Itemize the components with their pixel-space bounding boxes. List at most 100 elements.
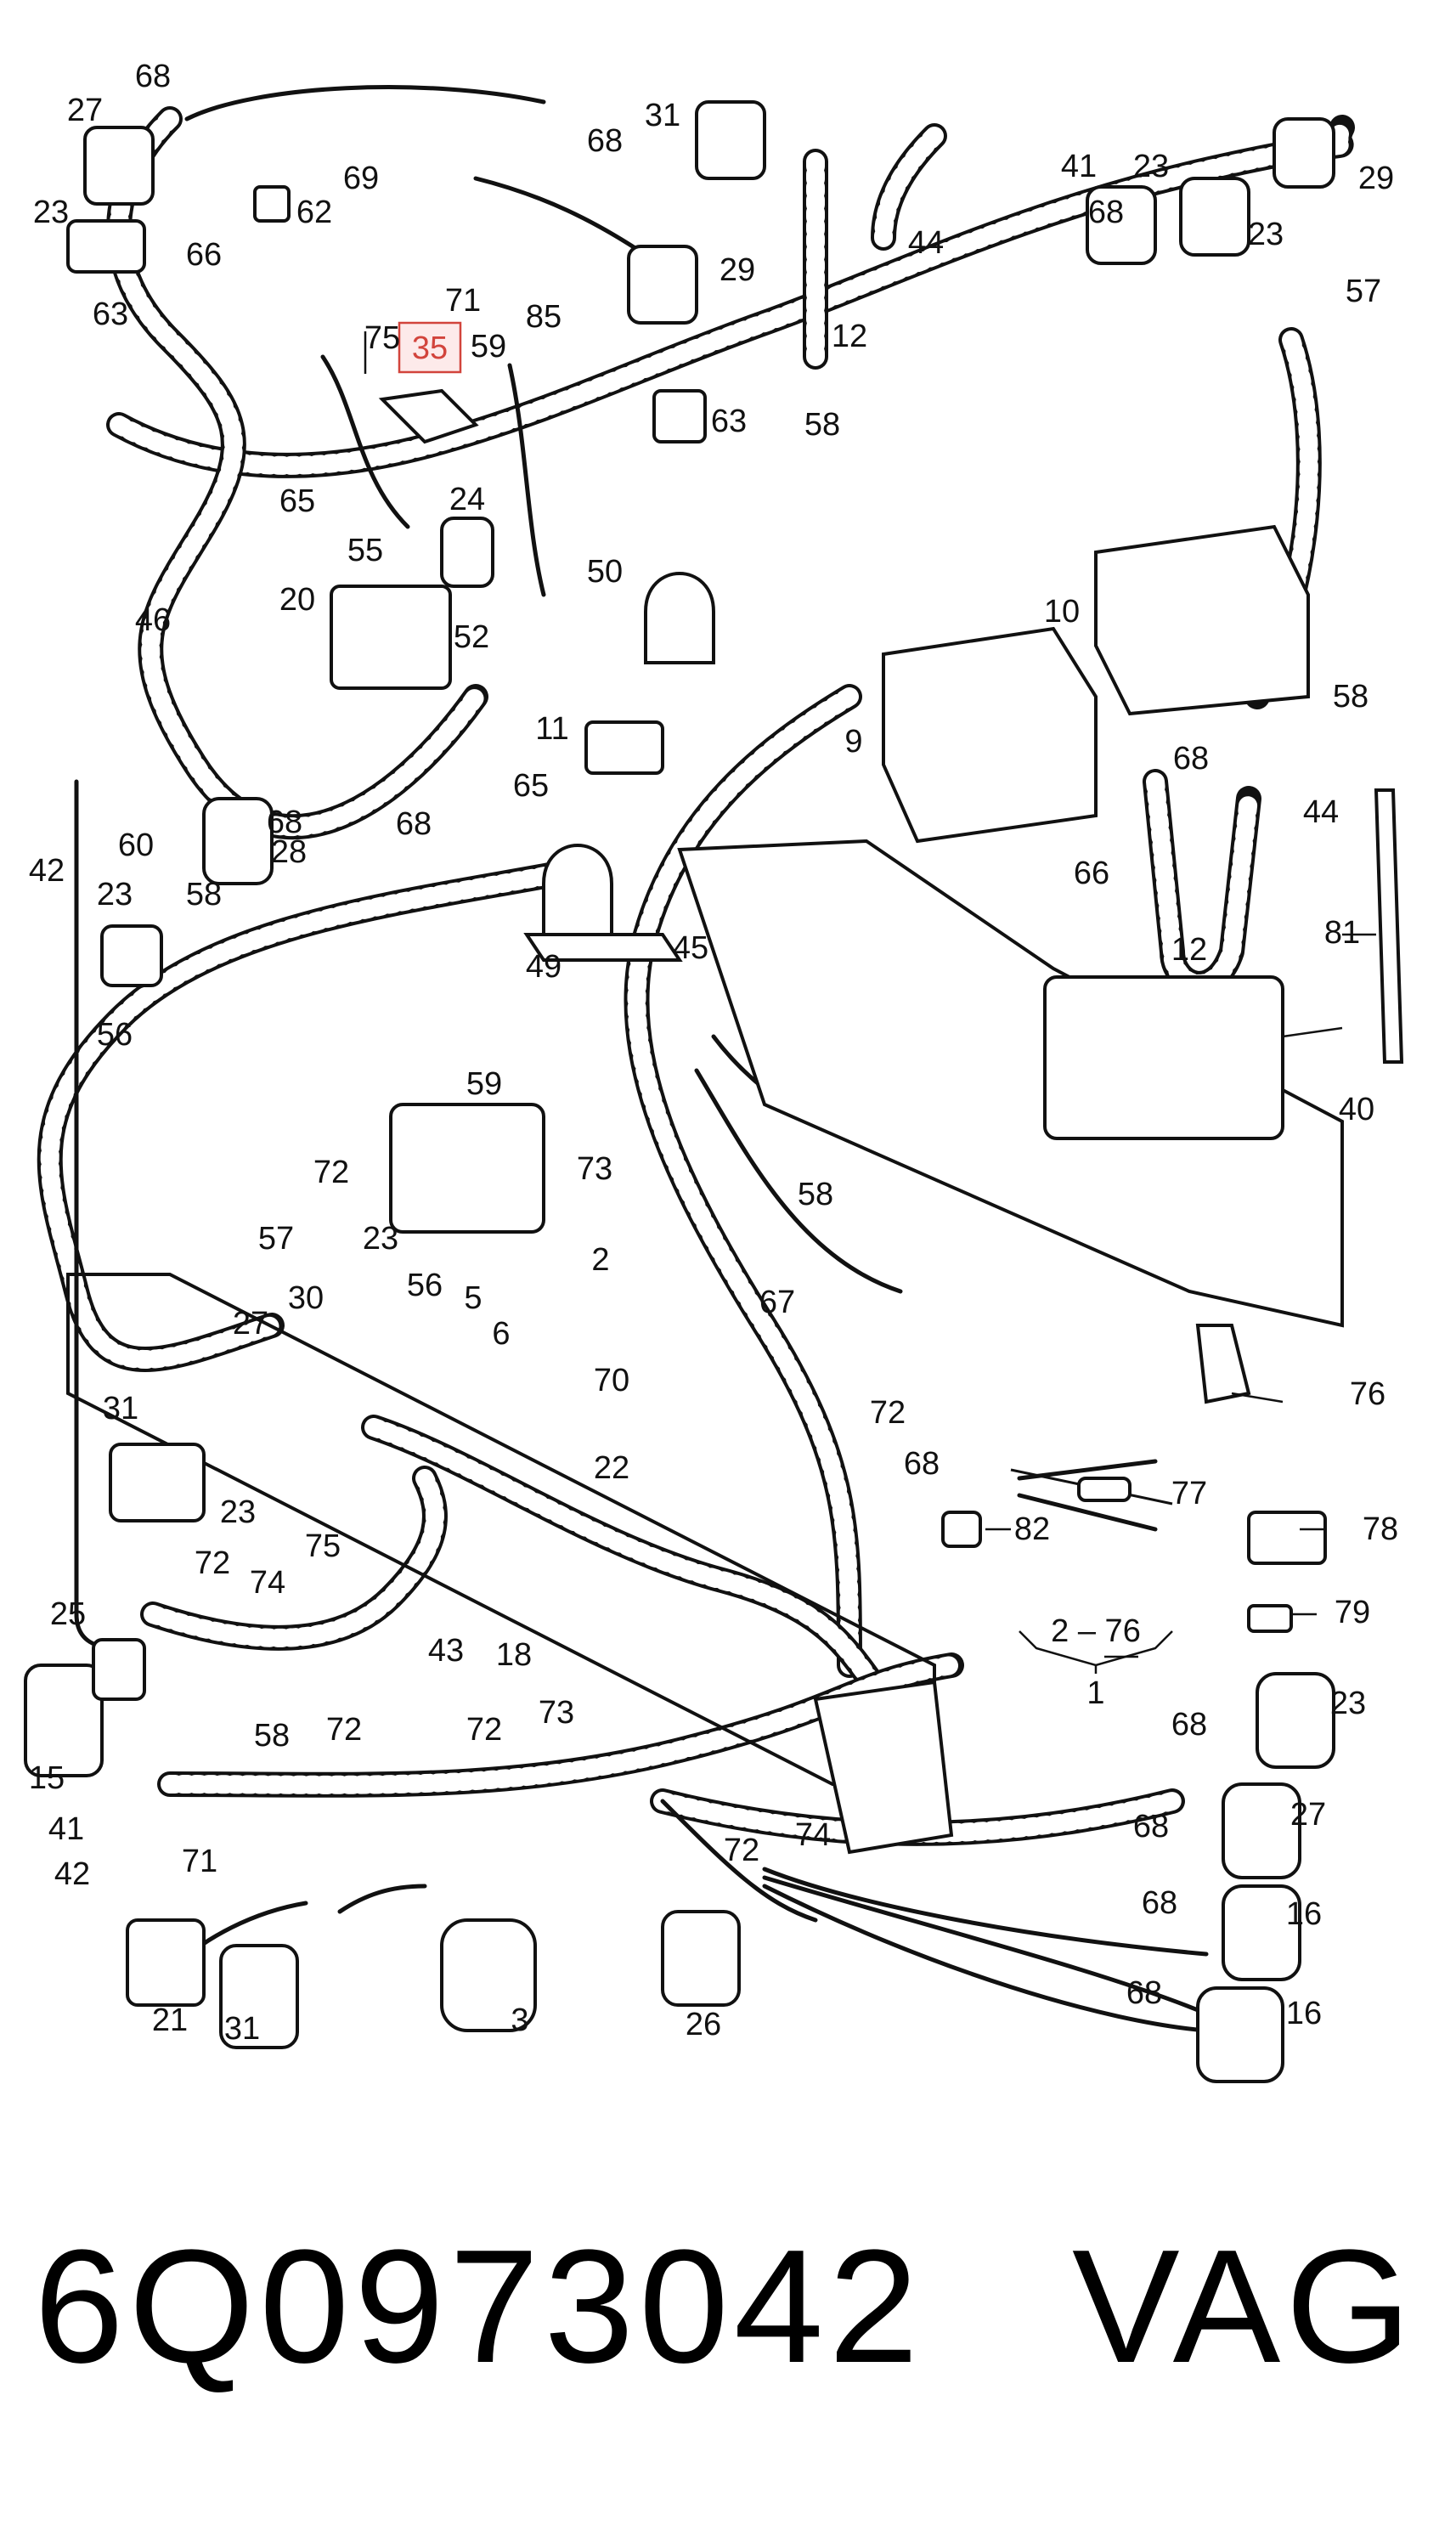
callout-73: 73 bbox=[577, 1151, 612, 1187]
callout-26: 26 bbox=[686, 2007, 721, 2042]
callout-58: 58 bbox=[804, 407, 840, 443]
callout-22: 22 bbox=[594, 1450, 629, 1486]
callout-76: 76 bbox=[1350, 1376, 1385, 1412]
callout-68: 68 bbox=[1142, 1885, 1177, 1921]
callout-58: 58 bbox=[1333, 679, 1369, 715]
callout-27: 27 bbox=[1290, 1797, 1326, 1833]
callout-11: 11 bbox=[535, 711, 568, 747]
callout-12: 12 bbox=[832, 319, 867, 354]
callout-16: 16 bbox=[1286, 1996, 1322, 2031]
callout-6: 6 bbox=[492, 1316, 510, 1352]
callout-65: 65 bbox=[513, 768, 549, 804]
callout-72: 72 bbox=[870, 1395, 906, 1431]
callout-45: 45 bbox=[673, 930, 708, 966]
callout-16: 16 bbox=[1286, 1896, 1322, 1932]
callout-68: 68 bbox=[904, 1446, 940, 1482]
callout-23: 23 bbox=[1248, 217, 1284, 252]
callout-40: 40 bbox=[1339, 1092, 1374, 1127]
callout-59: 59 bbox=[471, 329, 506, 364]
callout-57: 57 bbox=[1346, 274, 1381, 309]
callout-85: 85 bbox=[526, 299, 562, 335]
group-value: 1 bbox=[1086, 1675, 1104, 1711]
callout-65: 65 bbox=[279, 483, 315, 519]
callout-82: 82 bbox=[1014, 1511, 1050, 1547]
callout-31: 31 bbox=[645, 98, 680, 133]
callout-63: 63 bbox=[93, 297, 128, 332]
callout-42: 42 bbox=[54, 1856, 90, 1892]
callout-27: 27 bbox=[67, 93, 103, 128]
callout-58: 58 bbox=[798, 1177, 833, 1212]
callout-68: 68 bbox=[1133, 1809, 1169, 1844]
callout-59: 59 bbox=[466, 1066, 502, 1102]
group-range: 2 – 76 bbox=[1051, 1613, 1141, 1649]
callout-44: 44 bbox=[1303, 794, 1339, 830]
callout-81: 81 bbox=[1324, 915, 1360, 951]
callout-56: 56 bbox=[97, 1017, 133, 1053]
callout-71: 71 bbox=[182, 1844, 217, 1879]
callout-68: 68 bbox=[1171, 1707, 1207, 1743]
components bbox=[24, 100, 1404, 2083]
highlighted-part-35[interactable]: 35 bbox=[398, 321, 462, 374]
callout-75: 75 bbox=[364, 320, 400, 356]
callout-55: 55 bbox=[347, 533, 383, 568]
callout-5: 5 bbox=[464, 1280, 482, 1316]
callout-23: 23 bbox=[1133, 149, 1169, 184]
callout-72: 72 bbox=[724, 1833, 759, 1868]
callout-68: 68 bbox=[267, 805, 302, 840]
callout-75: 75 bbox=[305, 1528, 341, 1564]
callout-2: 2 bbox=[591, 1242, 609, 1278]
callout-18: 18 bbox=[496, 1637, 532, 1673]
callout-23: 23 bbox=[33, 195, 69, 230]
callout-29: 29 bbox=[720, 252, 755, 288]
callout-12: 12 bbox=[1171, 932, 1207, 968]
callout-23: 23 bbox=[220, 1494, 256, 1530]
callout-66: 66 bbox=[186, 237, 222, 273]
callout-72: 72 bbox=[313, 1155, 349, 1190]
callout-24: 24 bbox=[449, 482, 485, 517]
callout-74: 74 bbox=[795, 1817, 831, 1853]
callout-78: 78 bbox=[1363, 1511, 1398, 1547]
callout-68: 68 bbox=[1173, 741, 1209, 777]
callout-3: 3 bbox=[511, 2003, 528, 2038]
callout-46: 46 bbox=[135, 602, 171, 638]
callout-42: 42 bbox=[29, 853, 65, 889]
callout-15: 15 bbox=[29, 1760, 65, 1796]
leader-lines bbox=[364, 331, 1376, 1674]
callout-23: 23 bbox=[1330, 1686, 1366, 1721]
highlight-label: 35 bbox=[412, 330, 448, 366]
callout-28: 28 bbox=[271, 834, 307, 870]
callout-68: 68 bbox=[1088, 195, 1124, 230]
callout-31: 31 bbox=[224, 2011, 260, 2047]
callout-74: 74 bbox=[250, 1565, 285, 1601]
callout-10: 10 bbox=[1044, 594, 1080, 630]
group-label: 2 – 76 1 bbox=[1051, 1613, 1141, 1711]
callout-73: 73 bbox=[539, 1695, 574, 1731]
callout-62: 62 bbox=[296, 195, 332, 230]
callout-71: 71 bbox=[445, 283, 481, 319]
callout-68: 68 bbox=[1126, 1975, 1162, 2011]
callout-77: 77 bbox=[1171, 1476, 1207, 1511]
callout-60: 60 bbox=[118, 828, 154, 863]
callout-31: 31 bbox=[103, 1391, 138, 1426]
callout-25: 25 bbox=[50, 1596, 86, 1632]
callout-68: 68 bbox=[587, 123, 623, 159]
callout-72: 72 bbox=[195, 1545, 230, 1581]
callout-79: 79 bbox=[1335, 1595, 1370, 1630]
callout-49: 49 bbox=[526, 949, 562, 985]
callout-9: 9 bbox=[844, 724, 862, 760]
callout-27: 27 bbox=[233, 1306, 268, 1342]
callout-67: 67 bbox=[759, 1285, 795, 1320]
callout-30: 30 bbox=[288, 1280, 324, 1316]
callout-21: 21 bbox=[152, 2003, 188, 2038]
callout-70: 70 bbox=[594, 1363, 629, 1398]
callout-72: 72 bbox=[466, 1712, 502, 1748]
callout-68: 68 bbox=[396, 806, 432, 842]
part-number: 6Q0973042 bbox=[34, 2217, 924, 2397]
callout-44: 44 bbox=[908, 225, 944, 261]
callout-58: 58 bbox=[254, 1718, 290, 1754]
callout-72: 72 bbox=[326, 1712, 362, 1748]
callout-66: 66 bbox=[1074, 856, 1109, 891]
callout-41: 41 bbox=[48, 1811, 84, 1847]
